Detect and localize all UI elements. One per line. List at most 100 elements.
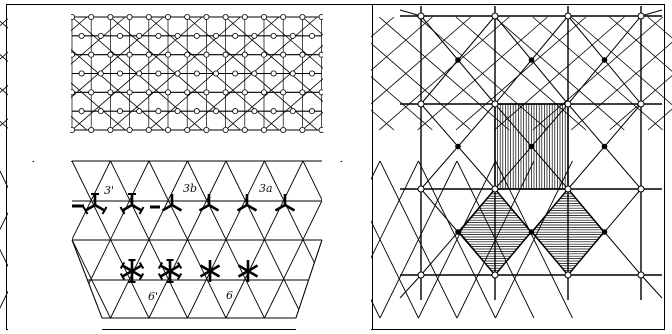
mask <box>323 5 371 132</box>
lattice-node <box>418 13 424 19</box>
lattice-node <box>108 127 113 132</box>
lattice-node <box>271 71 276 76</box>
diagonal-line <box>648 17 672 130</box>
mask <box>8 162 102 330</box>
lattice-node <box>233 71 238 76</box>
symmetry-symbols <box>72 194 295 282</box>
lattice-node <box>565 186 571 192</box>
center-dot <box>529 144 535 150</box>
square-lattice-lines <box>400 6 662 300</box>
three-fold-symbol <box>120 194 143 214</box>
lattice-node <box>492 13 498 19</box>
lattice-node <box>146 127 151 132</box>
lattice-node <box>233 33 238 38</box>
symbol-arm <box>160 266 170 272</box>
symbol-arm <box>132 271 142 277</box>
lattice-node <box>492 272 498 278</box>
lattice-node <box>89 14 94 19</box>
lattice-node <box>252 33 257 38</box>
lattice-node <box>418 186 424 192</box>
lattice-node <box>204 127 209 132</box>
lattice-node <box>108 90 113 95</box>
center-dot <box>529 229 535 235</box>
lattice-node <box>127 90 132 95</box>
diagonal-line <box>571 17 672 130</box>
triangular-lattice-with-symmetry-symbols <box>0 161 572 330</box>
center-dot <box>602 229 608 235</box>
center-dot <box>529 57 535 63</box>
lattice-node <box>223 127 228 132</box>
lattice-node <box>223 14 228 19</box>
symbol-arm <box>172 205 182 211</box>
lattice-node <box>127 52 132 57</box>
lattice-node <box>565 13 571 19</box>
lattice-node <box>281 127 286 132</box>
lattice-node <box>242 14 247 19</box>
center-dot <box>602 57 608 63</box>
lattice-node <box>127 127 132 132</box>
lattice-node <box>146 90 151 95</box>
lattice-node <box>261 14 266 19</box>
lattice-node <box>165 127 170 132</box>
lattice-node <box>242 90 247 95</box>
lattice-node <box>194 71 199 76</box>
lattice-node <box>79 109 84 114</box>
lattice-node <box>89 52 94 57</box>
lattice-node <box>204 52 209 57</box>
lattice-node <box>204 14 209 19</box>
lattice-node <box>565 272 571 278</box>
lattice-node <box>213 71 218 76</box>
lattice-node <box>185 52 190 57</box>
right-panel-square-lattice-figure <box>400 6 662 300</box>
lattice-node <box>281 52 286 57</box>
label-3a: 3a <box>259 182 273 195</box>
lattice-node <box>165 14 170 19</box>
lattice-node <box>117 71 122 76</box>
lattice-node <box>89 127 94 132</box>
lattice-node <box>137 109 142 114</box>
lattice-node <box>185 90 190 95</box>
symbol-arm <box>132 266 142 272</box>
lattice-node <box>300 52 305 57</box>
lattice-node <box>194 109 199 114</box>
lattice-node <box>146 14 151 19</box>
lattice-node <box>175 71 180 76</box>
lattice-node <box>204 90 209 95</box>
center-dot <box>455 144 461 150</box>
lattice-node <box>565 101 571 107</box>
symbol-arm <box>170 271 180 277</box>
lattice-node <box>146 52 151 57</box>
three-fold-symbol <box>199 194 218 211</box>
lattice-node <box>185 127 190 132</box>
lattice-node <box>137 71 142 76</box>
lattice-node <box>290 71 295 76</box>
lattice-node <box>242 127 247 132</box>
lattice-node <box>156 109 161 114</box>
lattice-node <box>223 90 228 95</box>
lattice-node <box>156 33 161 38</box>
diagonal-line <box>648 17 672 130</box>
left-panel-lattice-figure: 3' 3b 3a 6' 6 <box>0 5 672 330</box>
lattice-node <box>127 14 132 19</box>
lattice-node <box>223 52 228 57</box>
lattice-node <box>89 90 94 95</box>
lattice-node <box>418 272 424 278</box>
lattice-node <box>638 101 644 107</box>
lattice-node <box>290 109 295 114</box>
lattice-node <box>309 109 314 114</box>
lattice-node <box>98 33 103 38</box>
lattice-node <box>175 33 180 38</box>
dense-triangular-lattice-region <box>0 5 672 133</box>
lattice-node <box>175 109 180 114</box>
lattice-node <box>492 101 498 107</box>
symbol-arm <box>210 271 220 277</box>
lattice-node <box>194 33 199 38</box>
lattice-node <box>252 71 257 76</box>
lattice-node <box>252 109 257 114</box>
lattice-node <box>309 71 314 76</box>
lattice-node <box>156 71 161 76</box>
symbol-arm <box>85 205 95 211</box>
lattice-node <box>261 127 266 132</box>
lattice-node <box>309 33 314 38</box>
lattice-node <box>233 109 238 114</box>
